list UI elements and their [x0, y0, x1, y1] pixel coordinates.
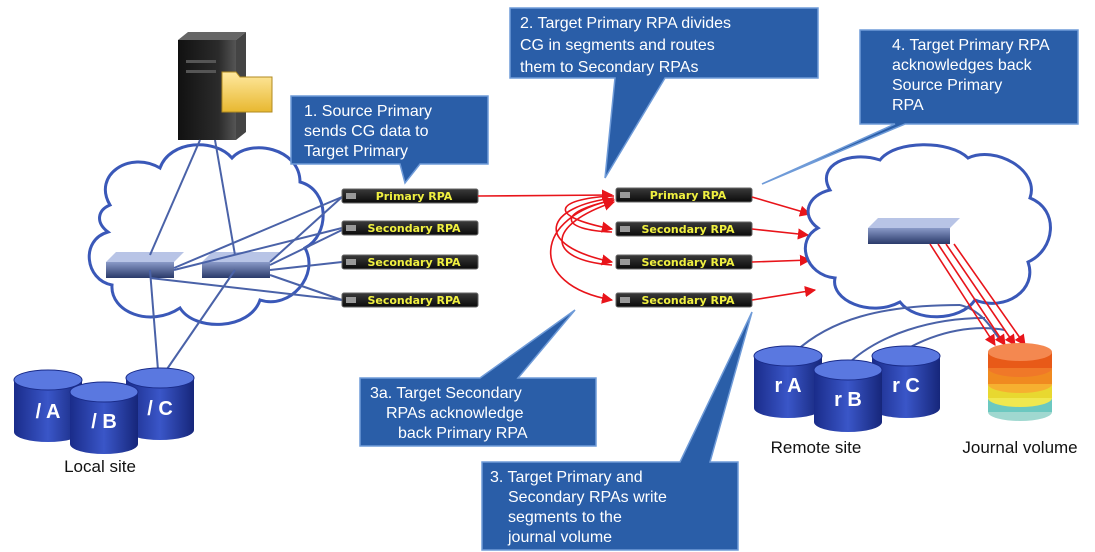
remote-disk-a-label: r A	[774, 375, 801, 397]
source-secondary-rpa-1-label: Secondary RPA	[367, 222, 461, 235]
callout-step-4-line-4: RPA	[892, 97, 924, 114]
callout-step-4-line-1: 4. Target Primary RPA	[892, 37, 1050, 54]
local-disk-c-label: / C	[147, 398, 173, 420]
journal-volume-label: Journal volume	[962, 438, 1077, 457]
remote-disk-c-label: r C	[892, 375, 920, 397]
local-switch-right-icon	[202, 252, 280, 278]
target-secondary-rpa-2: Secondary RPA	[615, 254, 753, 270]
remote-switch-icon	[868, 218, 960, 244]
callout-step-2-line-3: them to Secondary RPAs	[520, 59, 698, 76]
callout-step-4-line-3: Source Primary	[892, 77, 1002, 94]
remote-site-label: Remote site	[771, 438, 862, 457]
callout-step-3-line-1: 3. Target Primary and	[490, 469, 643, 486]
callout-step-3-line-3: segments to the	[508, 509, 622, 526]
target-secondary-rpa-1: Secondary RPA	[615, 221, 753, 237]
callout-step-3a-line-1: 3a. Target Secondary	[370, 385, 522, 402]
local-disk-c: / C	[125, 367, 195, 440]
callout-step-3-line-4: journal volume	[507, 529, 612, 546]
callout-step-1-line-1: 1. Source Primary	[304, 103, 432, 120]
local-site-label: Local site	[64, 457, 136, 476]
local-disk-b-label: / B	[91, 411, 117, 433]
local-network-cloud	[87, 143, 325, 326]
remote-disk-b-label: r B	[834, 389, 862, 411]
source-secondary-rpa-2: Secondary RPA	[341, 254, 479, 270]
callout-step-3a-line-2: RPAs acknowledge	[386, 405, 524, 422]
journal-write-arrows	[929, 243, 1026, 346]
remote-disk-c: r C	[871, 345, 941, 418]
target-secondary-rpa-3-label: Secondary RPA	[641, 294, 735, 307]
callout-step-1-line-2: sends CG data to	[304, 123, 429, 140]
target-secondary-rpa-1-label: Secondary RPA	[641, 223, 735, 236]
source-primary-rpa-label: Primary RPA	[376, 190, 453, 203]
callout-step-2-line-1: 2. Target Primary RPA divides	[520, 15, 731, 32]
local-switch-left-icon	[106, 252, 184, 278]
target-primary-rpa-label: Primary RPA	[650, 189, 727, 202]
source-secondary-rpa-2-label: Secondary RPA	[367, 256, 461, 269]
local-disk-a-label: / A	[36, 401, 61, 423]
callout-step-4: 4. Target Primary RPA acknowledges back …	[761, 29, 1079, 185]
callout-step-3a: 3a. Target Secondary RPAs acknowledge ba…	[359, 309, 597, 447]
callout-step-3: 3. Target Primary and Secondary RPAs wri…	[481, 311, 753, 551]
local-network-links	[149, 139, 343, 373]
callout-step-3a-line-3: back Primary RPA	[398, 425, 528, 442]
callout-step-1-line-3: Target Primary	[304, 143, 408, 160]
remote-network-links	[794, 304, 1006, 363]
callout-step-2: 2. Target Primary RPA divides CG in segm…	[509, 7, 819, 179]
target-secondary-rpa-3: Secondary RPA	[615, 292, 753, 308]
source-secondary-rpa-1: Secondary RPA	[341, 220, 479, 236]
local-disk-a: / A	[13, 369, 83, 442]
remote-disk-a: r A	[753, 345, 823, 418]
source-secondary-rpa-3: Secondary RPA	[341, 292, 479, 308]
replication-arrows	[477, 189, 817, 304]
folder-icon	[221, 71, 273, 113]
callout-step-1: 1. Source Primary sends CG data to Targe…	[290, 95, 489, 185]
source-secondary-rpa-3-label: Secondary RPA	[367, 294, 461, 307]
source-primary-rpa: Primary RPA	[341, 188, 479, 204]
callout-step-3-line-2: Secondary RPAs write	[508, 489, 667, 506]
remote-disk-b: r B	[813, 359, 883, 432]
callout-step-2-line-2: CG in segments and routes	[520, 37, 715, 54]
local-disk-b: / B	[69, 381, 139, 454]
target-secondary-rpa-2-label: Secondary RPA	[641, 256, 735, 269]
target-primary-rpa: Primary RPA	[615, 187, 753, 203]
callout-step-4-line-2: acknowledges back	[892, 57, 1033, 74]
journal-volume-icon	[988, 343, 1052, 421]
